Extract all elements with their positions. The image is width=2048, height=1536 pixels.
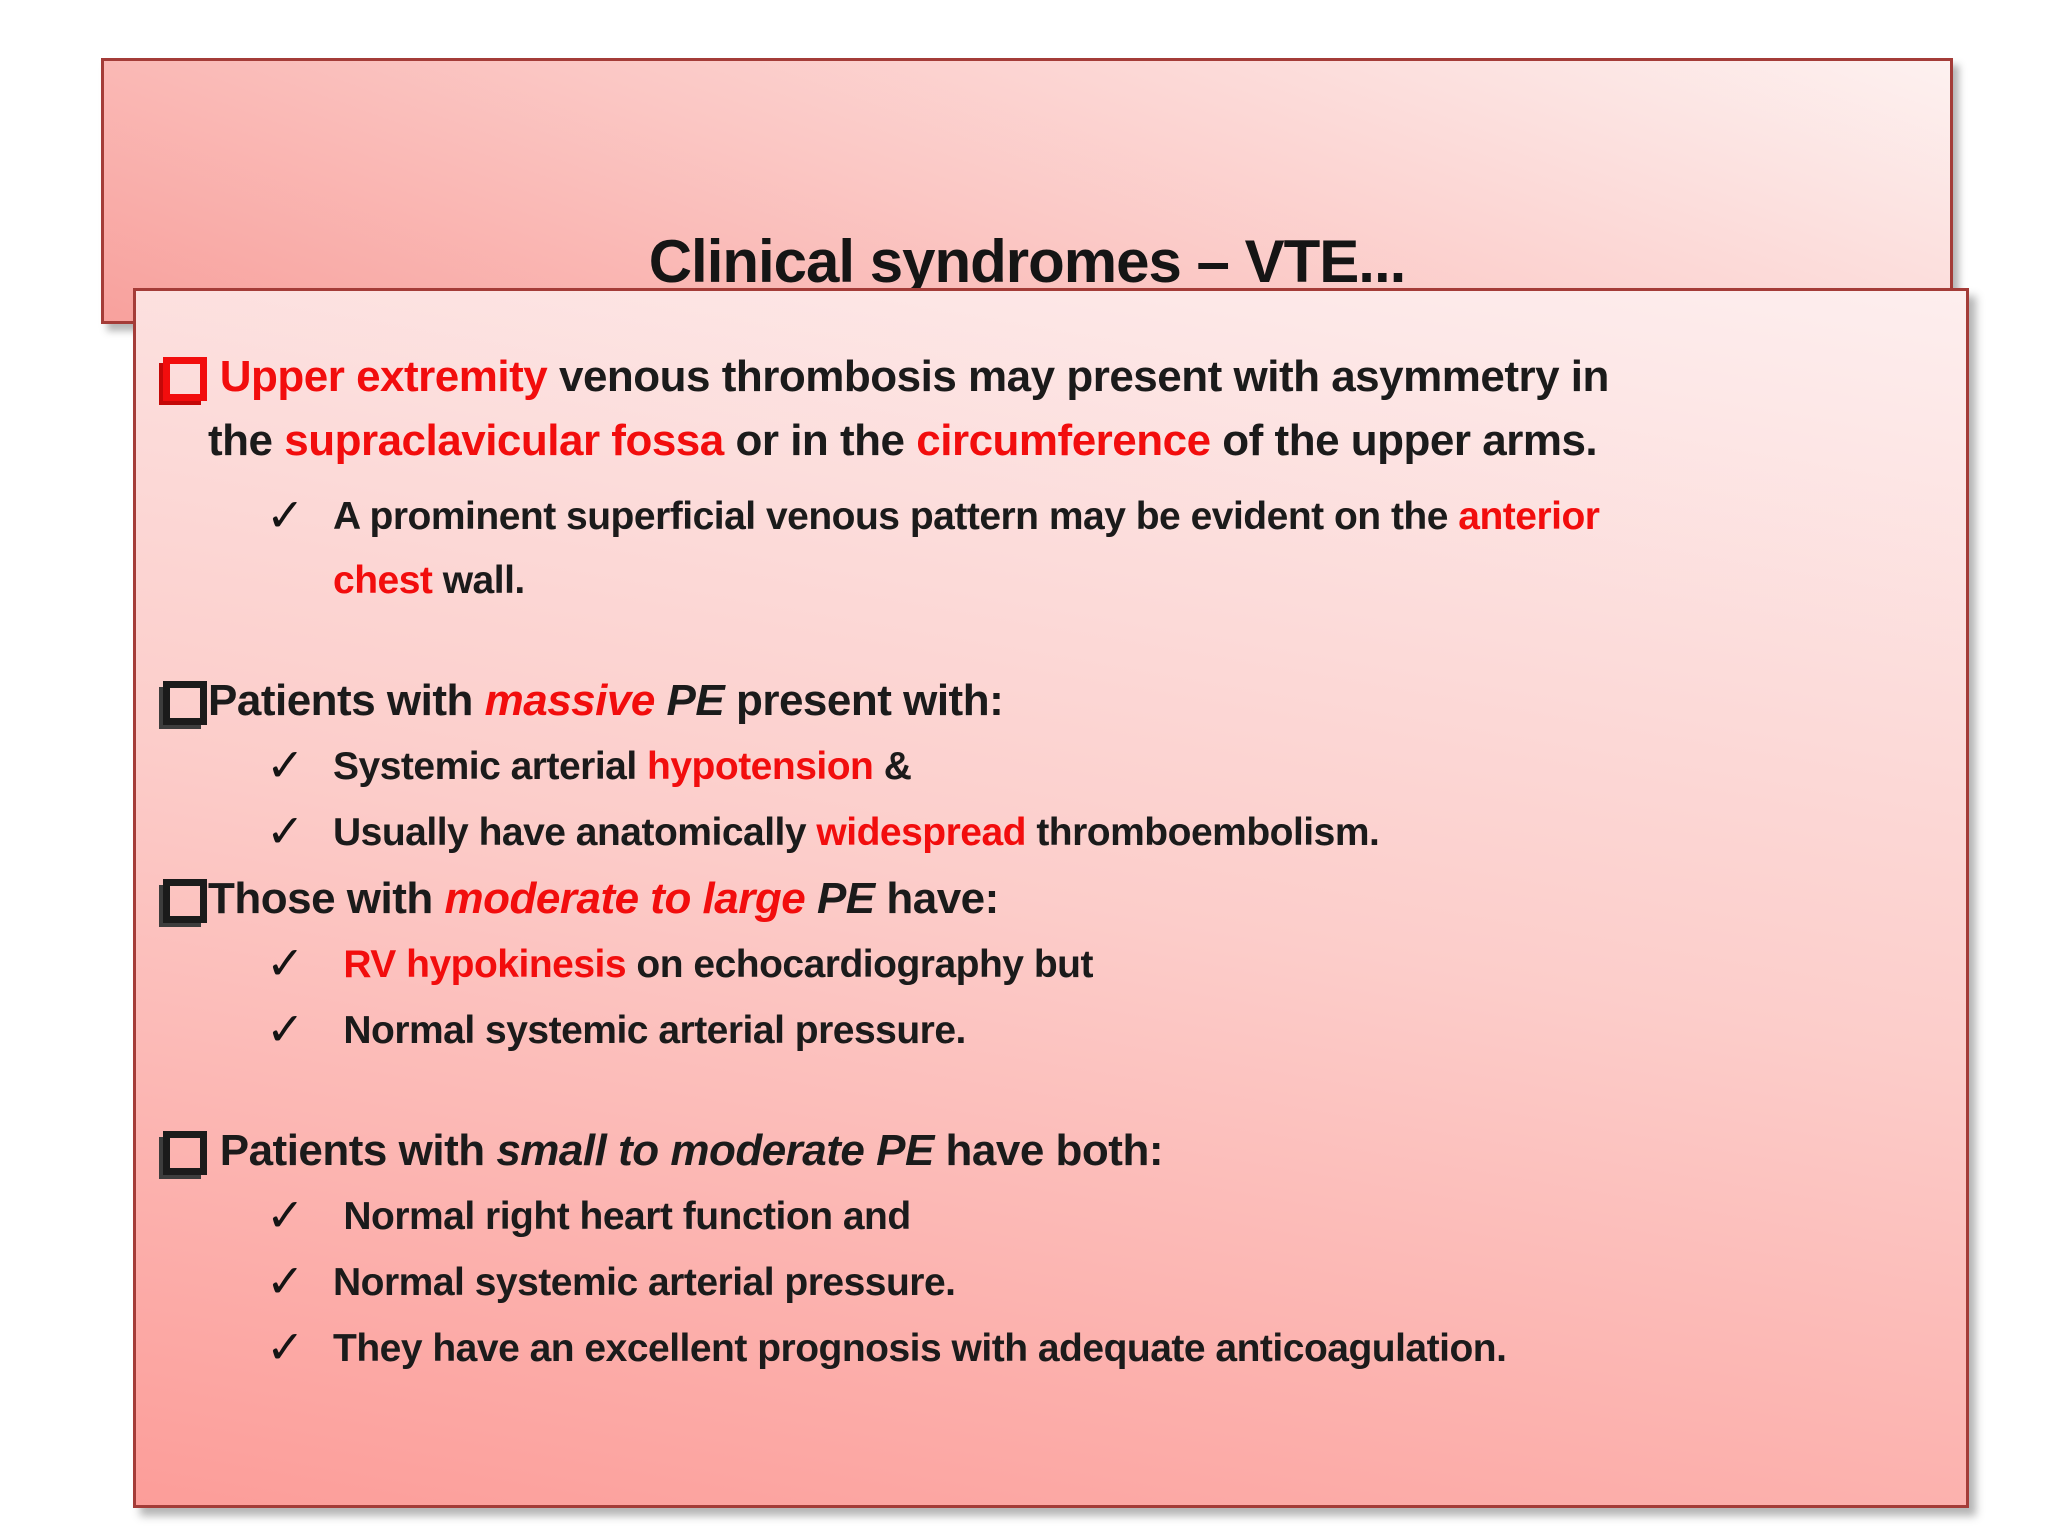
rich-text: Normal systemic arterial pressure. xyxy=(333,1009,966,1052)
text-segment: present with: xyxy=(724,676,1004,725)
checkmark-icon: ✓ xyxy=(266,739,305,791)
bullet-item: Patients with massive PE present with: xyxy=(163,669,1930,733)
bullet-item: Patients with small to moderate PE have … xyxy=(163,1119,1930,1183)
text-segment: & xyxy=(873,745,912,788)
checkmark-icon: ✓ xyxy=(266,805,305,857)
checkmark-icon: ✓ xyxy=(266,1189,305,1241)
checkbox-bullet-icon xyxy=(163,357,207,401)
text-segment: or in the xyxy=(723,416,917,465)
rich-text: Upper extremity venous thrombosis may pr… xyxy=(208,352,1609,465)
check-item: ✓ Systemic arterial hypotension & xyxy=(208,735,1930,799)
text-segment: RV hypokinesis xyxy=(333,943,627,986)
rich-text: RV hypokinesis on echocardiography but xyxy=(333,943,1093,986)
title-box: Clinical syndromes – VTE... xyxy=(101,58,1953,324)
text-segment: Those with xyxy=(208,874,445,923)
text-segment: have both: xyxy=(933,1126,1164,1175)
checkmark-icon: ✓ xyxy=(266,1003,305,1055)
rich-text: Systemic arterial hypotension & xyxy=(333,745,912,788)
text-segment: Normal systemic arterial pressure. xyxy=(333,1009,966,1052)
text-segment: PE xyxy=(654,676,725,725)
checkmark-icon: ✓ xyxy=(266,1255,305,1307)
rich-text: Normal systemic arterial pressure. xyxy=(333,1261,956,1304)
check-item: ✓ Normal systemic arterial pressure. xyxy=(208,999,1930,1063)
text-segment: Patients with xyxy=(208,1126,497,1175)
check-item: ✓ RV hypokinesis on echocardiography but xyxy=(208,933,1930,997)
text-segment: massive xyxy=(484,676,656,725)
text-segment: Normal systemic arterial pressure. xyxy=(333,1261,956,1304)
content-box: Upper extremity venous thrombosis may pr… xyxy=(133,288,1969,1508)
rich-text: They have an excellent prognosis with ad… xyxy=(333,1327,1507,1370)
checkbox-bullet-icon xyxy=(163,1131,207,1175)
slide-body: Upper extremity venous thrombosis may pr… xyxy=(163,291,1930,1381)
bullet-item: Those with moderate to large PE have: xyxy=(163,867,1930,931)
text-segment: on echocardiography but xyxy=(626,943,1093,986)
checkbox-bullet-icon xyxy=(163,681,207,725)
page-title: Clinical syndromes – VTE... xyxy=(648,228,1407,295)
checkbox-bullet-icon xyxy=(163,879,207,923)
checkmark-icon: ✓ xyxy=(266,1321,305,1373)
rich-text: Patients with massive PE present with: xyxy=(208,676,1004,725)
text-segment: circumference xyxy=(916,416,1211,465)
rich-text: Normal right heart function and xyxy=(333,1195,911,1238)
text-segment: A prominent superficial venous pattern m… xyxy=(333,495,1459,538)
text-segment: Normal right heart function and xyxy=(333,1195,911,1238)
text-segment: thromboembolism. xyxy=(1025,811,1380,854)
check-item: ✓ Normal right heart function and xyxy=(208,1185,1930,1249)
text-segment: Usually have anatomically xyxy=(333,811,817,854)
text-segment: widespread xyxy=(816,811,1026,854)
text-segment: Patients with xyxy=(208,676,485,725)
text-segment: PE xyxy=(805,874,875,923)
text-segment: of the upper arms. xyxy=(1210,416,1598,465)
text-segment: supraclavicular fossa xyxy=(284,416,724,465)
bullet-item: Upper extremity venous thrombosis may pr… xyxy=(163,345,1930,473)
checkmark-icon: ✓ xyxy=(266,489,305,541)
text-segment: wall. xyxy=(432,559,526,602)
text-segment: small to moderate PE xyxy=(496,1126,934,1175)
text-segment: have: xyxy=(874,874,999,923)
text-segment: Upper extremity xyxy=(208,352,548,401)
check-item: ✓ They have an excellent prognosis with a… xyxy=(208,1317,1930,1381)
checkmark-icon: ✓ xyxy=(266,937,305,989)
rich-text: A prominent superficial venous pattern m… xyxy=(333,495,1600,602)
text-segment: anterior chest xyxy=(333,495,1600,602)
rich-text: Patients with small to moderate PE have … xyxy=(208,1126,1164,1175)
rich-text: Usually have anatomically widespread thr… xyxy=(333,811,1380,854)
check-item: ✓ Usually have anatomically widespread th… xyxy=(208,801,1930,865)
check-item: ✓ A prominent superficial venous pattern … xyxy=(208,485,1930,613)
text-segment: venous thrombosis may present with asymm… xyxy=(208,352,1609,465)
text-segment: They have an excellent prognosis with ad… xyxy=(333,1327,1507,1370)
text-segment: Systemic arterial xyxy=(333,745,648,788)
check-item: ✓ Normal systemic arterial pressure. xyxy=(208,1251,1930,1315)
text-segment: hypotension xyxy=(647,745,874,788)
text-segment: moderate to large xyxy=(444,874,806,923)
rich-text: Those with moderate to large PE have: xyxy=(208,874,999,923)
